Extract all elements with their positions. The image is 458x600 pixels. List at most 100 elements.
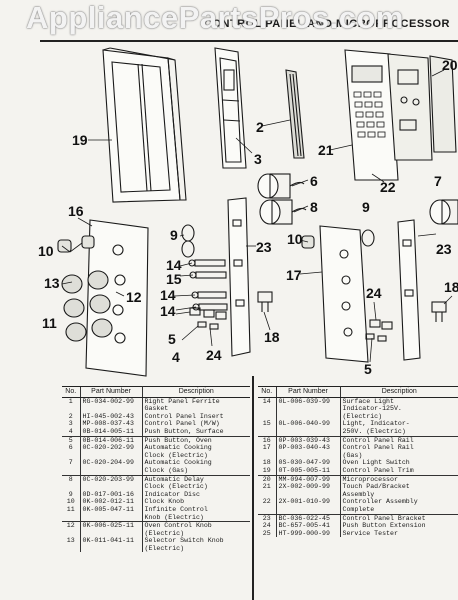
part-no: 13 [66,537,75,545]
part-number [275,490,341,499]
col-part-number: Part Number [275,386,341,398]
part-description: Right Panel Ferrite [142,396,250,406]
part-description: Light, Indicator- [342,420,410,428]
part-no [62,483,80,491]
part-number: 0L-006-040-99 [275,420,341,428]
table-row: Clock (Gas) [62,466,250,476]
part-number: 0B-014-005-11 [79,427,143,437]
callout-23: 23 [256,239,272,255]
part-indicator-lights [188,259,228,311]
table-row: Clock (Electric) [62,483,250,491]
part-no [258,452,276,460]
part-description: Surface Light [340,396,458,406]
part-no: 25 [262,529,271,537]
part-number [275,505,341,514]
part-number: 0K-005-047-11 [79,505,143,514]
col-no: No. [62,386,80,398]
part-no [62,530,80,538]
col-no: No. [258,386,276,398]
table-row: Assembly [258,490,458,499]
part-controller-assembly [344,49,433,181]
column-divider [252,376,254,600]
part-control-panel-trim [102,47,187,203]
part-number: MP-008-037-43 [79,420,143,428]
part-no: 16 [258,435,276,445]
part-description: Control Panel Bracket [340,513,458,523]
part-no [62,405,80,413]
part-description: Clock (Electric) [144,483,208,491]
part-clock-8 [259,199,307,225]
part-no: 4 [68,427,73,435]
callout-3: 3 [254,151,262,167]
callout-10: 10 [38,243,54,259]
callout-10b: 10 [287,231,303,247]
part-number: HT-999-000-99 [275,529,341,538]
part-insert-strip [285,69,305,159]
part-description: Selector Switch Knob [144,537,224,545]
callout-labels: 19 2 3 21 22 20 6 8 7 9 9 23 23 16 10 10… [38,57,458,377]
part-number: MM-094-007-99 [275,474,341,484]
part-clock-6 [257,173,305,199]
part-no [62,467,80,475]
part-no: 6 [68,444,73,452]
part-no: 9 [68,490,73,498]
part-no: 2 [68,412,73,420]
table-row: Complete [258,505,458,514]
part-no: 18 [262,459,271,467]
callout-2: 2 [256,119,264,135]
part-number: 0C-020-202-99 [79,444,143,452]
callout-8: 8 [310,199,318,215]
part-no: 21 [262,483,271,491]
callout-23b: 23 [436,241,452,257]
part-description: Automatic Delay [142,474,250,484]
callout-14c: 14 [160,303,176,319]
part-description: Controller Assembly [342,498,418,506]
part-description: Push Button Extension [342,522,426,530]
callout-18: 18 [264,329,280,345]
part-description: Control Panel Rail [340,435,458,445]
part-description: Oven Control Knob [142,521,250,530]
part-oven-light-switch [257,291,447,322]
part-no: 1 [62,396,80,406]
part-number: 0S-030-047-99 [275,459,341,467]
callout-17: 17 [286,267,302,283]
part-number: 0C-020-204-99 [79,459,143,467]
part-no: 20 [258,474,276,484]
part-number [79,544,143,553]
table-row: (Electric) [62,544,250,553]
part-no: 10 [66,498,75,506]
section-title: CONTROL PANEL AND MICROPROCESSOR [204,18,450,30]
part-description: 250V. (Electric) [342,427,406,435]
part-number [275,405,341,413]
part-control-knobs [61,270,113,342]
callout-22: 22 [380,179,396,195]
callout-13: 13 [44,275,60,291]
part-no [258,413,276,421]
part-description: (Electric) [144,529,185,537]
part-description: Automatic Cooking [144,444,212,452]
callout-19: 19 [72,132,88,148]
table-row: (Gas) [258,451,458,460]
part-no: 15 [262,420,271,428]
callout-21: 21 [318,142,334,158]
part-no [258,506,276,514]
part-no [258,428,276,436]
part-number [79,405,143,413]
callout-7: 7 [434,173,442,189]
part-control-panel [214,47,247,169]
